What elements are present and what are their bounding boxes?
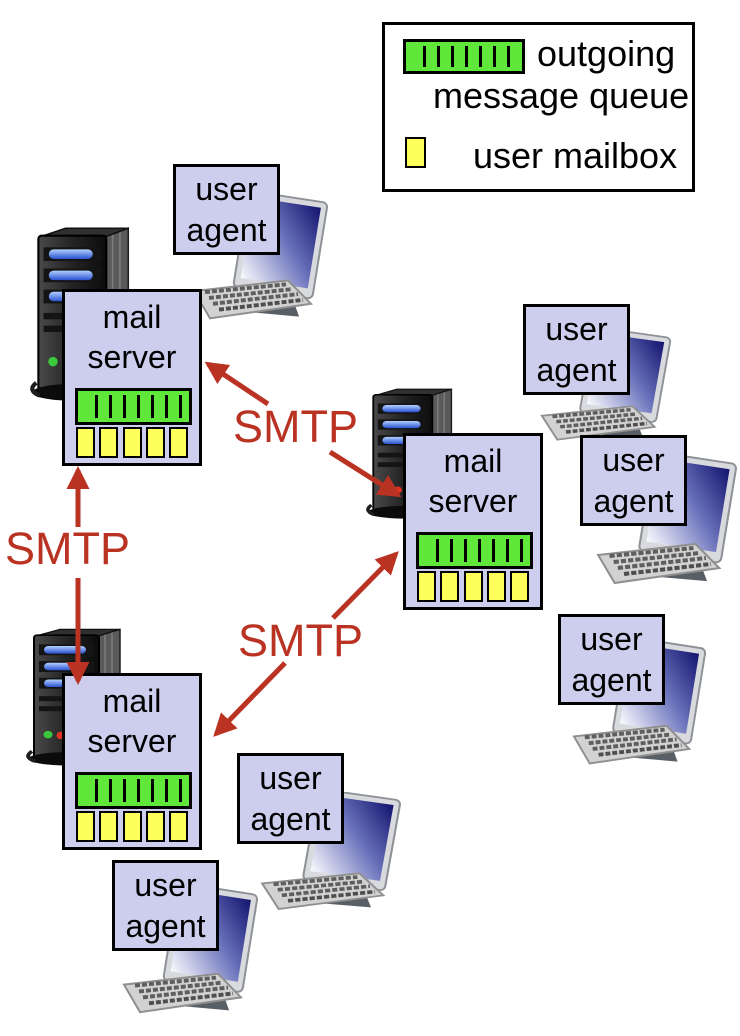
outgoing-message-queue-icon (75, 388, 192, 425)
outgoing-message-queue-icon (75, 772, 192, 809)
mailbox-row (76, 811, 188, 842)
user-mailbox-icon (486, 571, 506, 602)
legend: outgoing message queue user mailbox (382, 22, 695, 192)
user-agent-label-line2: agent (536, 351, 617, 388)
user-mailbox-icon (76, 811, 95, 842)
queue-ticks (412, 46, 516, 67)
user-mailbox-icon (145, 427, 165, 458)
user-agent-node-right-bottom: user agent (558, 614, 665, 705)
user-mailbox-icon (169, 811, 188, 842)
user-agent-label-line1: user (195, 171, 258, 208)
user-agent-label-line2: agent (571, 661, 652, 698)
user-agent-node-top-left: user agent (173, 164, 280, 255)
user-mailbox-icon (440, 571, 460, 602)
mail-server-label-line2: server (428, 483, 518, 520)
legend-outgoing-label-line1: outgoing (537, 33, 676, 74)
user-mailbox-icon (99, 811, 119, 842)
outgoing-message-queue-icon (416, 532, 533, 569)
user-agent-label-line1: user (602, 442, 665, 479)
user-agent-label-line2: agent (593, 482, 674, 519)
outgoing-message-queue-icon (403, 39, 525, 74)
smtp-protocol-label: SMTP (5, 523, 131, 574)
user-mailbox-icon (405, 137, 426, 168)
queue-ticks (84, 779, 183, 802)
user-mailbox-icon (99, 427, 119, 458)
legend-outgoing-label-line2: message queue (433, 75, 690, 116)
user-agent-node-bottom-middle: user agent (237, 753, 344, 844)
mail-server-node-bottom-left: mail server (62, 673, 202, 850)
user-mailbox-icon (169, 427, 188, 458)
user-mailbox-icon (417, 571, 436, 602)
legend-mailbox-label: user mailbox (473, 135, 678, 176)
user-agent-label-line1: user (259, 760, 322, 797)
queue-ticks (425, 539, 524, 562)
user-agent-label-line1: user (580, 621, 643, 658)
user-agent-node-right-middle: user agent (580, 435, 687, 526)
user-mailbox-icon (122, 811, 142, 842)
smtp-arrow (331, 551, 399, 620)
mail-server-label-line1: mail (102, 299, 162, 335)
user-agent-label-line1: user (134, 867, 197, 904)
user-agent-label-line2: agent (125, 907, 206, 944)
user-mailbox-icon (76, 427, 95, 458)
user-agent-node-bottom-left: user agent (112, 860, 219, 951)
mail-server-node-top-left: mail server (62, 289, 202, 466)
user-agent-label-line1: user (545, 311, 608, 348)
smtp-arrow (204, 361, 270, 407)
user-agent-label-line2: agent (250, 800, 331, 837)
mail-server-node-middle-right: mail server (403, 433, 543, 610)
queue-ticks (84, 395, 183, 418)
mail-server-label-line1: mail (443, 443, 503, 479)
mail-server-label-line2: server (87, 723, 177, 760)
mail-server-label-line2: server (87, 339, 177, 376)
smtp-protocol-label: SMTP (238, 615, 364, 666)
mailbox-row (417, 571, 529, 602)
smtp-arrow (213, 661, 287, 737)
user-agent-label-line2: agent (186, 211, 267, 248)
user-agent-node-right-top: user agent (523, 304, 630, 395)
mail-server-label-line1: mail (102, 683, 162, 719)
mailbox-row (76, 427, 188, 458)
user-mailbox-icon (510, 571, 529, 602)
smtp-protocol-label: SMTP (233, 401, 359, 452)
user-mailbox-icon (145, 811, 165, 842)
user-mailbox-icon (122, 427, 142, 458)
user-mailbox-icon (463, 571, 483, 602)
